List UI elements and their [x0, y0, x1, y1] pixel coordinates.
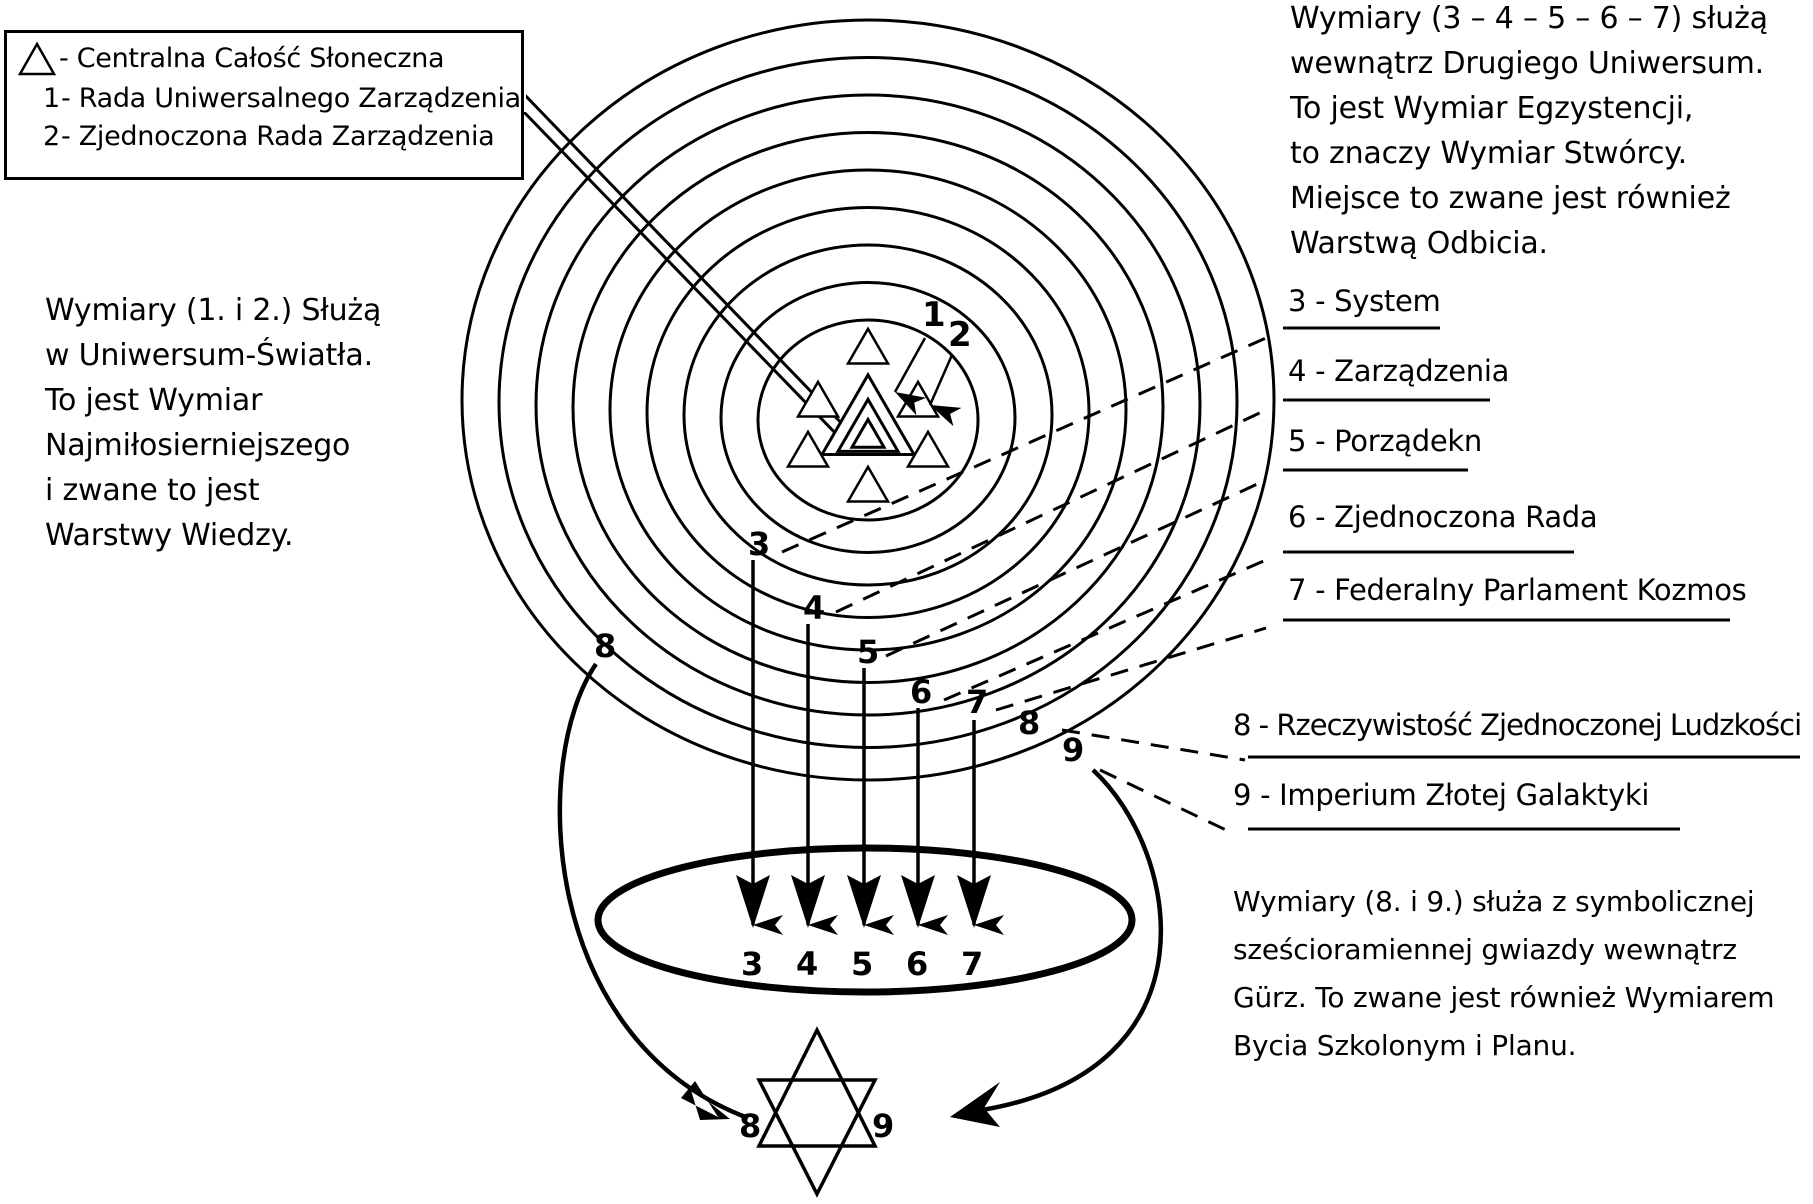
satellite-triangle: [845, 464, 891, 503]
top-right-description-line: to znaczy Wymiar Stwórcy.: [1290, 136, 1687, 171]
ring-3: [682, 243, 1054, 587]
curve-arrow-9: [981, 768, 1164, 1113]
satellite-triangle: [785, 429, 831, 468]
top-right-description-line: Wymiary (3 – 4 – 5 – 6 – 7) służą: [1290, 1, 1768, 36]
dimension-arrowhead: [901, 875, 935, 928]
ring-number-5: 5: [857, 633, 880, 671]
satellite-triangle: [795, 379, 841, 418]
bottom-right-description-line: sześcioramiennej gwiazdy wewnątrz: [1233, 933, 1737, 966]
dimension-label-4: 4 - Zarządzenia: [1288, 354, 1510, 388]
ring-2: [719, 281, 1017, 554]
satellite-triangle: [845, 326, 891, 365]
top-right-description-line: Miejsce to zwane jest również: [1290, 181, 1731, 216]
left-description-line: Najmiłosierniejszego: [45, 428, 351, 463]
curve-arrow-8: [557, 662, 749, 1121]
dimension-arrowhead: [736, 875, 770, 928]
legend-item-1-number: 1: [43, 83, 60, 114]
collection-ellipse: [594, 844, 1136, 996]
top-right-description: Wymiary (3 – 4 – 5 – 6 – 7) służą wewnąt…: [1290, 0, 1768, 266]
ring-8: [497, 56, 1239, 749]
ring-4: [645, 206, 1091, 619]
triangle-icon: [17, 41, 57, 76]
dimension-arrowhead: [791, 875, 825, 928]
ring-6: [571, 131, 1165, 684]
leader-dashes: [781, 326, 1800, 832]
left-description-line: Warstwy Wiedzy.: [45, 518, 294, 553]
dimension-label-9: 9 - Imperium Złotej Galaktyki: [1233, 778, 1650, 812]
top-right-description-line: wewnątrz Drugiego Uniwersum.: [1290, 46, 1764, 81]
bottom-right-description-line: Bycia Szkolonym i Planu.: [1233, 1029, 1577, 1062]
ring-number-3: 3: [748, 525, 771, 563]
central-triangle-inner: [849, 416, 887, 449]
leader-dash-9: [1099, 768, 1227, 832]
ring-1: [756, 318, 980, 522]
ring-number-7: 7: [966, 683, 989, 721]
ring-number-8-left: 8: [594, 627, 617, 665]
satellite-triangle: [905, 429, 951, 468]
ellipse-number-3: 3: [741, 945, 764, 983]
ring-9: [460, 18, 1276, 782]
legend-item-1: - Rada Uniwersalnego Zarządzenia: [61, 83, 521, 114]
bottom-right-description-line: Gürz. To zwane jest również Wymiarem: [1233, 981, 1775, 1014]
ellipse-number-7: 7: [961, 945, 984, 983]
leader-dash-4: [835, 408, 1267, 614]
ellipse-number-6: 6: [906, 945, 929, 983]
ring-7: [534, 93, 1202, 717]
legend-item-2-number: 2: [43, 121, 60, 152]
ellipse-number-4: 4: [796, 945, 819, 983]
legend-item-2: - Zjednoczona Rada Zarządzenia: [61, 121, 495, 152]
center-marker-1: 1: [922, 295, 946, 335]
star-number-9: 9: [872, 1107, 895, 1145]
star-triangle-down: [756, 1078, 878, 1198]
concentric-rings: [460, 18, 1276, 782]
bottom-right-description: Wymiary (8. i 9.) służa z symbolicznej s…: [1233, 878, 1775, 1070]
dimension-label-6: 6 - Zjednoczona Rada: [1288, 500, 1598, 534]
ellipse-number-5: 5: [851, 945, 874, 983]
dimension-arrowhead: [957, 875, 991, 928]
legend-box: - Centralna Całość Słoneczna 1 - Rada Un…: [4, 30, 524, 180]
arrow-marker-1: [893, 337, 927, 416]
left-description: Wymiary (1. i 2.) Służą w Uniwersum-Świa…: [45, 288, 381, 558]
leader-dash-8: [1061, 728, 1246, 762]
left-description-line: w Uniwersum-Światła.: [45, 338, 373, 373]
left-description-line: i zwane to jest: [45, 473, 260, 508]
left-description-line: To jest Wymiar: [45, 383, 263, 418]
legend-item-central: - Centralna Całość Słoneczna: [59, 43, 445, 74]
star-triangle-up: [756, 1026, 878, 1148]
leader-dash-5: [885, 478, 1267, 658]
dimension-label-8: 8 - Rzeczywistość Zjednoczonej Ludzkości: [1233, 708, 1802, 742]
star-number-8: 8: [739, 1107, 762, 1145]
center-marker-2: 2: [948, 315, 972, 355]
bottom-right-description-line: Wymiary (8. i 9.) służa z symbolicznej: [1233, 885, 1755, 918]
arrow-marker-2: [928, 354, 962, 427]
dimension-label-5: 5 - Porządekn: [1288, 424, 1482, 458]
legend-pointer-line: [518, 88, 852, 434]
dimension-label-3: 3 - System: [1288, 284, 1441, 318]
left-description-line: Wymiary (1. i 2.) Służą: [45, 293, 382, 328]
top-right-description-line: To jest Wymiar Egzystencji,: [1290, 91, 1694, 126]
dimension-arrowhead: [847, 875, 881, 928]
ring-number-4: 4: [803, 589, 826, 627]
ring-number-6: 6: [910, 673, 933, 711]
top-right-description-line: Warstwą Odbicia.: [1290, 226, 1548, 261]
legend-pointer-line: [518, 106, 844, 442]
ring-5: [608, 168, 1128, 652]
ring-number-9: 9: [1062, 731, 1085, 769]
ring-number-8: 8: [1018, 704, 1041, 742]
curve-arrowhead-8: [681, 1081, 730, 1120]
curve-arrowhead-9: [950, 1082, 1000, 1127]
diagram-shapes: [518, 86, 1164, 1198]
leader-dash-7: [995, 626, 1267, 712]
dimension-label-7: 7 - Federalny Parlament Kozmos: [1288, 573, 1747, 607]
